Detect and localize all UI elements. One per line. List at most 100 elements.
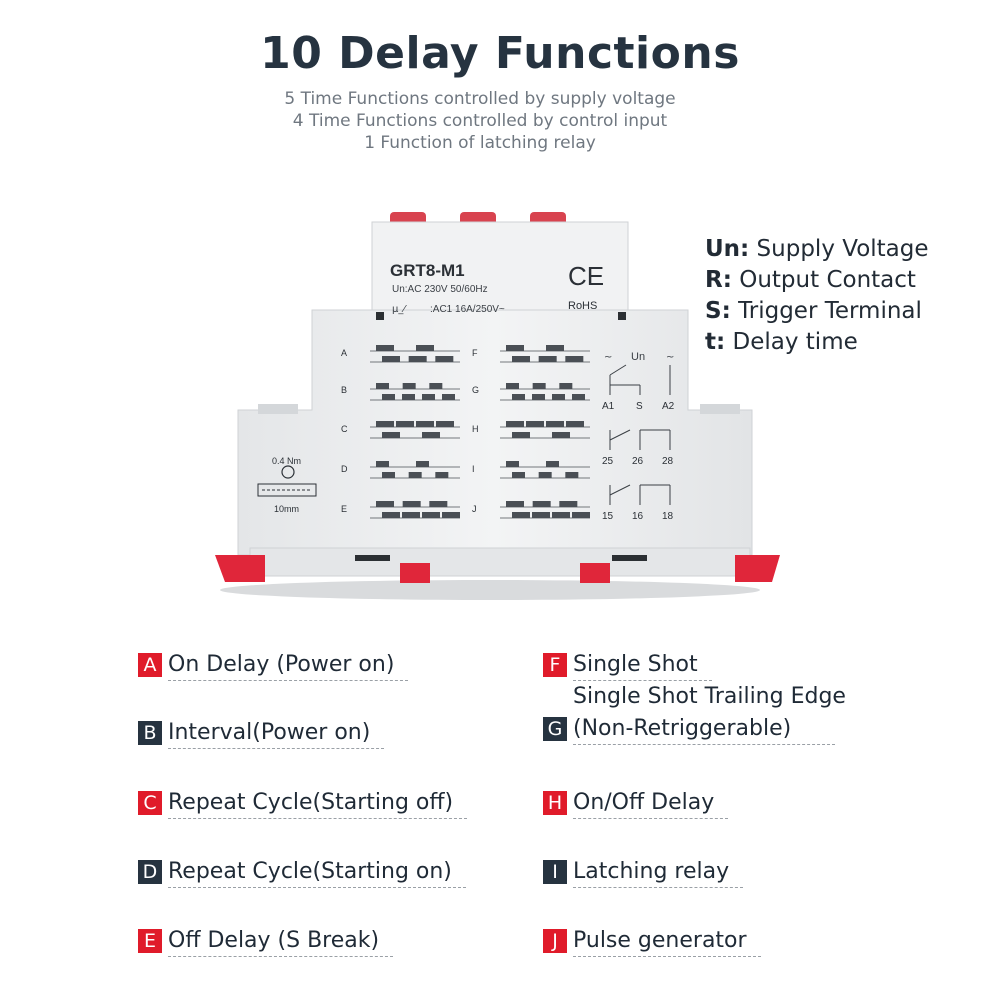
- function-item-h: H On/Off Delay: [543, 788, 729, 819]
- terminal-schematic: [609, 364, 671, 505]
- diagram-letter: B: [341, 385, 347, 395]
- function-label: Off Delay (S Break): [168, 926, 394, 957]
- diagram-letter: C: [341, 424, 348, 434]
- function-label: Interval(Power on): [168, 718, 385, 749]
- timing-pulse: [402, 383, 416, 389]
- timing-pulse: [376, 421, 394, 427]
- timing-pulse: [376, 345, 394, 351]
- timing-pulse: [572, 512, 590, 518]
- device-contact: :AC1 16A/250V~: [430, 304, 505, 315]
- timing-pulse: [506, 461, 519, 467]
- timing-pulse: [408, 472, 422, 478]
- diagram-letter: A: [341, 348, 347, 358]
- terminal-label: 18: [662, 511, 674, 522]
- tilde-icon: ~: [666, 352, 674, 363]
- legend-row: R: Output Contact: [705, 265, 929, 296]
- timing-pulse: [546, 345, 564, 351]
- relay-device-illustration: GRT8-M1 Un:AC 230V 50/60Hz μ_⁄ :AC1 16A/…: [215, 212, 780, 600]
- function-item-c: C Repeat Cycle(Starting off): [138, 788, 468, 819]
- legend-text: Supply Voltage: [749, 236, 929, 262]
- function-item-a: A On Delay (Power on): [138, 650, 409, 681]
- function-item-g: G (Non-Retriggerable): [543, 714, 836, 745]
- function-item-j: J Pulse generator: [543, 926, 761, 957]
- legend-text: Delay time: [725, 329, 858, 355]
- torque-label: 0.4 Nm: [272, 456, 301, 466]
- timing-pulse: [546, 461, 559, 467]
- timing-pulse: [402, 512, 420, 518]
- function-label: Pulse generator: [573, 926, 761, 957]
- function-label: Repeat Cycle(Starting off): [168, 788, 468, 819]
- rohs-mark: RoHS: [568, 300, 597, 312]
- subtitle-line: 5 Time Functions controlled by supply vo…: [284, 89, 676, 109]
- diagram-letter: I: [472, 464, 475, 474]
- timing-pulse: [376, 461, 389, 467]
- timing-pulse: [532, 383, 546, 389]
- un-label: Un: [631, 351, 645, 363]
- timing-pulse: [532, 394, 545, 400]
- terminal-label: 15: [602, 511, 614, 522]
- timing-pulse: [402, 394, 415, 400]
- abbreviation-legend: Un: Supply Voltage R: Output Contact S: …: [705, 234, 929, 358]
- timing-pulse: [566, 421, 584, 427]
- function-label: Single Shot: [573, 650, 712, 681]
- timing-pulse: [546, 421, 564, 427]
- diagram-letter: G: [472, 385, 479, 395]
- diagram-letter: F: [472, 348, 478, 358]
- function-item-f: F Single Shot: [543, 650, 712, 681]
- timing-pulse: [435, 472, 449, 478]
- function-item-b: B Interval(Power on): [138, 718, 385, 749]
- timing-pulse: [435, 356, 454, 362]
- timing-pulse: [552, 512, 570, 518]
- device-model: GRT8-M1: [390, 261, 465, 280]
- legend-row: S: Trigger Terminal: [705, 296, 929, 327]
- function-badge: H: [543, 791, 567, 815]
- timing-pulse: [512, 472, 525, 478]
- timing-pulse: [565, 472, 579, 478]
- timing-pulse: [506, 345, 524, 351]
- function-badge: A: [138, 653, 162, 677]
- function-label-line1: Single Shot Trailing Edge: [573, 684, 846, 709]
- function-label: (Non-Retriggerable): [573, 714, 836, 745]
- timing-pulse: [559, 383, 573, 389]
- function-label: Latching relay: [573, 857, 744, 888]
- diagram-letter: E: [341, 504, 347, 514]
- timing-pulse: [422, 394, 435, 400]
- timing-pulse: [429, 383, 443, 389]
- timing-pulse: [416, 461, 429, 467]
- timing-pulse: [382, 512, 400, 518]
- function-item-d: D Repeat Cycle(Starting on): [138, 857, 466, 888]
- timing-pulse: [442, 394, 455, 400]
- legend-row: t: Delay time: [705, 327, 929, 358]
- timing-pulse: [422, 432, 440, 438]
- tilde-icon: ~: [604, 352, 612, 363]
- timing-pulse: [506, 383, 519, 389]
- function-badge: J: [543, 929, 567, 953]
- legend-key: t:: [705, 329, 726, 355]
- diagram-letters-left: A B C D E: [341, 348, 348, 514]
- diagram-letter: D: [341, 464, 348, 474]
- function-item-e: E Off Delay (S Break): [138, 926, 394, 957]
- terminal-label: 28: [662, 456, 674, 467]
- terminal-label: 16: [632, 511, 644, 522]
- terminal-label: A2: [662, 401, 675, 412]
- timing-pulse: [532, 512, 550, 518]
- subtitle-line: 4 Time Functions controlled by control i…: [292, 111, 668, 131]
- timing-pulse: [538, 472, 552, 478]
- timing-pulse: [382, 472, 395, 478]
- function-badge: G: [543, 717, 567, 741]
- ce-mark: CE: [568, 261, 604, 291]
- legend-key: R:: [705, 267, 732, 293]
- timing-pulse: [506, 501, 524, 507]
- timing-pulse: [512, 356, 530, 362]
- function-badge: E: [138, 929, 162, 953]
- timing-pulse: [436, 421, 454, 427]
- timing-pulse: [552, 394, 565, 400]
- terminal-label: S: [636, 401, 643, 412]
- subtitle-line: 1 Function of latching relay: [364, 133, 596, 153]
- timing-pulse: [538, 356, 557, 362]
- function-badge: D: [138, 860, 162, 884]
- timing-pulse: [512, 394, 525, 400]
- timing-pulse: [382, 356, 400, 362]
- timing-pulse: [526, 421, 544, 427]
- timing-pulse: [422, 512, 440, 518]
